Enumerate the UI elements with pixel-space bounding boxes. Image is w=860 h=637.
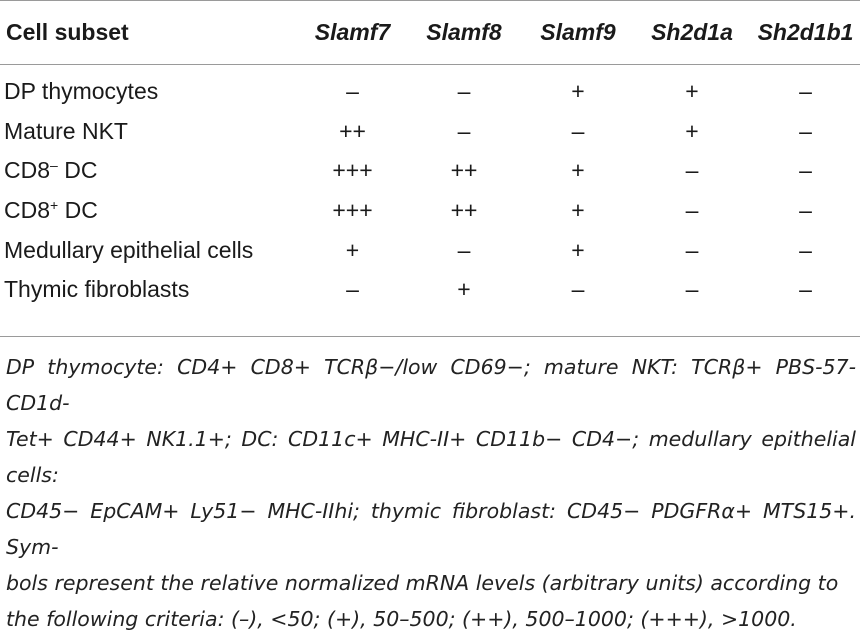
row-label-base: CD8 [4, 197, 51, 224]
table-footnote: DP thymocyte: CD4+ CD8+ TCRβ−/low CD69−;… [6, 349, 856, 637]
cell-slamf9: + [571, 78, 585, 105]
header-rule [0, 64, 860, 65]
cell-slamf7: ++ [339, 117, 366, 144]
cell-slamf8: – [457, 117, 471, 144]
table-row: DP thymocytes – – + + – [0, 72, 860, 112]
cell-sh2d1b1: – [799, 117, 812, 144]
table-row: Medullary epithelial cells + – + – – [0, 230, 860, 270]
table-row: CD8– DC +++ ++ + – – [0, 151, 860, 191]
cell-slamf8: + [457, 276, 471, 303]
cell-sh2d1a: – [685, 276, 699, 303]
cell-slamf8: – [457, 78, 471, 105]
header-cell-subset: Cell subset [6, 18, 129, 45]
top-rule [0, 0, 860, 1]
cell-sh2d1a: – [685, 197, 699, 224]
cell-slamf9: + [571, 236, 585, 263]
table-row: Thymic fibroblasts – + – – – [0, 270, 860, 310]
row-label: Mature NKT [4, 117, 128, 144]
row-label: CD8+ DC [0, 191, 300, 231]
row-label: CD8– DC [0, 151, 300, 191]
cell-slamf7: +++ [332, 197, 373, 224]
cell-slamf7: – [346, 78, 359, 105]
header-slamf7: Slamf7 [314, 18, 391, 45]
cell-sh2d1b1: – [799, 78, 812, 105]
cell-sh2d1a: + [685, 78, 699, 105]
table-row: Mature NKT ++ – – + – [0, 112, 860, 152]
cell-sh2d1b1: – [799, 276, 812, 303]
cell-slamf8: – [457, 236, 471, 263]
cell-slamf8: ++ [450, 157, 478, 184]
header-sh2d1b1: Sh2d1b1 [757, 18, 854, 45]
row-label-tail: DC [57, 157, 98, 184]
cell-sh2d1a: – [685, 236, 699, 263]
row-label: Medullary epithelial cells [4, 236, 254, 263]
expression-table: Cell subset Slamf7 Slamf8 Slamf9 Sh2d1a … [0, 12, 860, 310]
header-slamf8: Slamf8 [426, 18, 502, 45]
cell-sh2d1a: – [685, 157, 699, 184]
cell-slamf8: ++ [450, 197, 478, 224]
footnote-line: the following criteria: (–), <50; (+), 5… [6, 607, 797, 631]
row-label-sup: – [50, 157, 58, 174]
cell-slamf9: + [571, 197, 585, 224]
cell-slamf7: – [346, 276, 359, 303]
footnote-line: Tet+ CD44+ NK1.1+; DC: CD11c+ MHC-II+ CD… [6, 427, 856, 487]
row-label-tail: DC [58, 197, 98, 224]
row-label: Thymic fibroblasts [4, 276, 190, 303]
header-row: Cell subset Slamf7 Slamf8 Slamf9 Sh2d1a … [0, 12, 860, 52]
cell-sh2d1b1: – [799, 157, 812, 184]
header-sh2d1a: Sh2d1a [651, 18, 733, 45]
cell-sh2d1b1: – [799, 197, 812, 224]
cell-sh2d1b1: – [799, 236, 812, 263]
cell-slamf7: + [345, 236, 360, 263]
header-slamf9: Slamf9 [540, 18, 616, 45]
cell-slamf9: + [571, 157, 585, 184]
bottom-rule [0, 336, 860, 337]
cell-slamf7: +++ [332, 157, 373, 184]
footnote-line: DP thymocyte: CD4+ CD8+ TCRβ−/low CD69−;… [6, 355, 856, 415]
row-label-sup: + [50, 197, 59, 214]
cell-slamf9: – [571, 117, 585, 144]
row-label: DP thymocytes [4, 78, 159, 105]
row-label-base: CD8 [4, 157, 51, 184]
table-row: CD8+ DC +++ ++ + – – [0, 191, 860, 231]
footnote-line: bols represent the relative normalized m… [6, 571, 839, 595]
footnote-line: CD45− EpCAM+ Ly51− MHC-IIhi; thymic fibr… [6, 499, 856, 559]
header-spacer [0, 52, 860, 72]
cell-slamf9: – [571, 276, 585, 303]
cell-sh2d1a: + [685, 117, 699, 144]
